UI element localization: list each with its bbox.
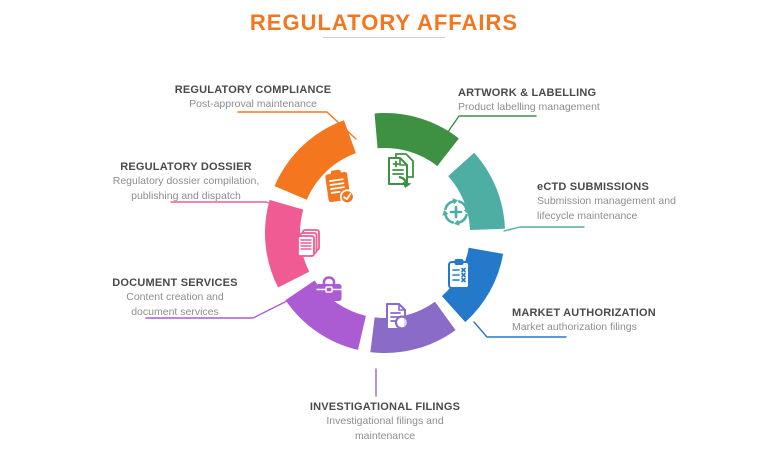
arc-ectd-submissions xyxy=(448,152,505,231)
connector-artwork-labelling xyxy=(440,115,537,143)
page-title: REGULATORY AFFAIRS xyxy=(249,10,519,35)
arc-document-services xyxy=(285,280,366,350)
item-title: MARKET AUTHORIZATION xyxy=(512,307,656,319)
arc-regulatory-compliance xyxy=(274,120,356,200)
item-title: ARTWORK & LABELLING xyxy=(458,87,597,99)
item-subtitle: lifecycle maintenance xyxy=(537,209,638,222)
item-title: REGULATORY DOSSIER xyxy=(120,161,252,173)
connector-regulatory-dossier xyxy=(170,201,294,213)
lifecycle-arrows-icon xyxy=(442,198,470,226)
connector-market-authorization xyxy=(473,321,567,338)
item-subtitle: Post-approval maintenance xyxy=(189,98,317,110)
item-title: INVESTIGATIONAL FILINGS xyxy=(309,401,461,413)
item-subtitle: maintenance xyxy=(354,429,416,442)
label-regulatory-compliance: REGULATORY COMPLIANCE Post-approval main… xyxy=(158,84,348,112)
item-subtitle: Market authorization filings xyxy=(512,321,637,333)
title-underline xyxy=(323,37,445,38)
label-regulatory-dossier: REGULATORY DOSSIER Regulatory dossier co… xyxy=(100,161,272,203)
arc-regulatory-dossier xyxy=(265,199,310,288)
item-title: eCTD SUBMISSIONS xyxy=(537,181,649,193)
connector-regulatory-compliance xyxy=(237,111,357,140)
connector-document-services xyxy=(145,298,292,319)
item-title: REGULATORY COMPLIANCE xyxy=(174,84,332,96)
arc-artwork-labelling xyxy=(374,113,459,167)
arc-market-authorization xyxy=(441,247,504,323)
item-title: DOCUMENT SERVICES xyxy=(112,277,238,289)
item-subtitle: Content creation and xyxy=(126,291,224,303)
label-document-services: DOCUMENT SERVICES Content creation and d… xyxy=(95,277,255,319)
item-subtitle: Submission management and xyxy=(537,195,676,207)
clipboard-check-icon xyxy=(325,169,355,205)
document-add-icon xyxy=(388,153,414,188)
item-subtitle: Product labelling management xyxy=(458,101,600,113)
clipboard-list-icon xyxy=(448,259,470,289)
label-investigational-filings: INVESTIGATIONAL FILINGS Investigational … xyxy=(290,401,480,443)
item-subtitle: publishing and dispatch xyxy=(131,189,241,202)
connector-ectd-submissions xyxy=(503,226,585,232)
arc-investigational-filings xyxy=(370,301,456,353)
item-subtitle: document services xyxy=(131,305,219,318)
label-ectd-submissions: eCTD SUBMISSIONS Submission management a… xyxy=(537,181,707,223)
document-search-icon xyxy=(386,303,413,333)
label-artwork-labelling: ARTWORK & LABELLING Product labelling ma… xyxy=(458,87,648,115)
briefcase-icon xyxy=(316,276,342,301)
label-market-authorization: MARKET AUTHORIZATION Market authorizatio… xyxy=(512,307,687,335)
item-subtitle: Investigational filings and xyxy=(326,415,444,427)
item-subtitle: Regulatory dossier compilation, xyxy=(112,175,260,187)
documents-stack-icon xyxy=(297,229,320,257)
